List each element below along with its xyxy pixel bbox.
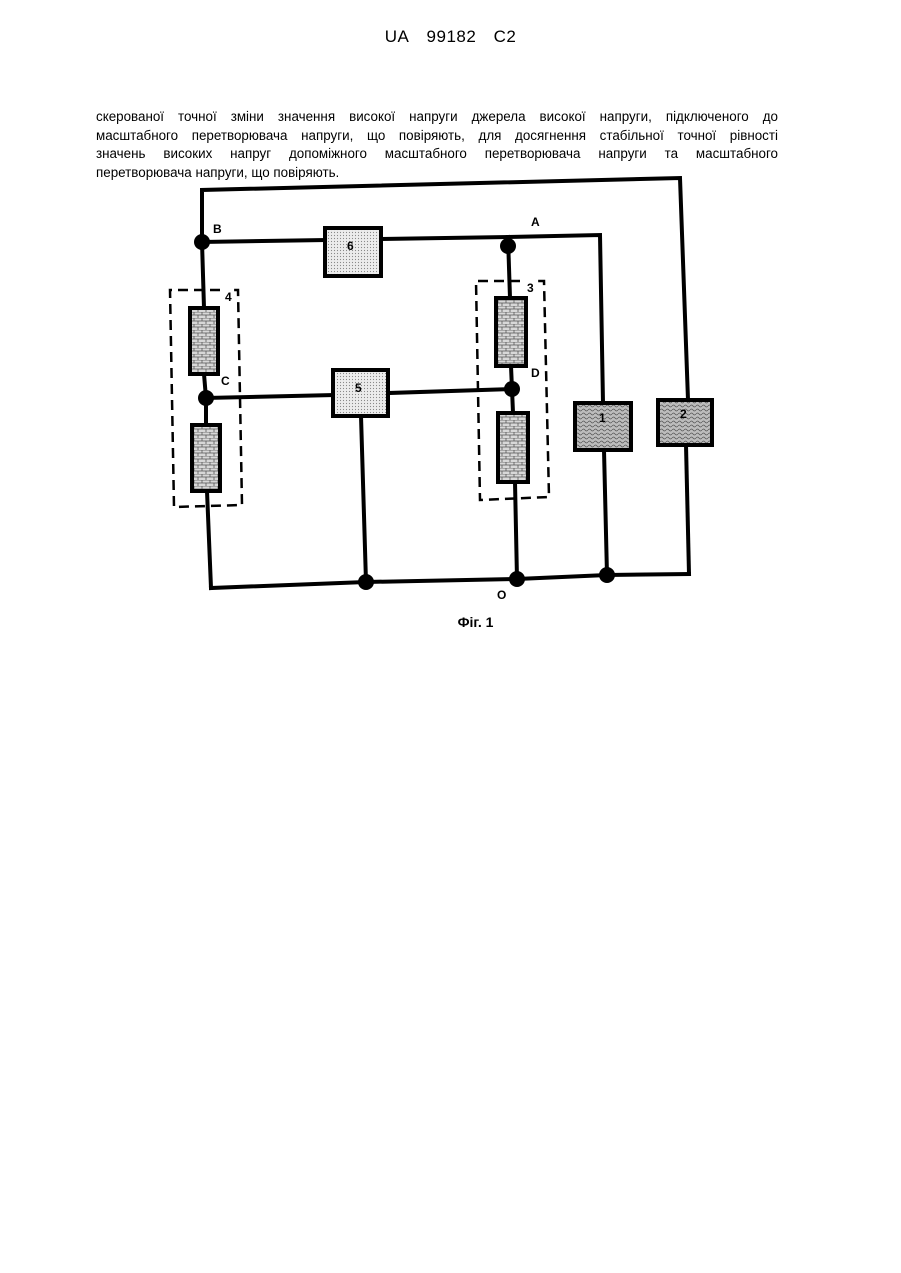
wire-r4bot-bottom [207, 491, 211, 588]
wires [202, 178, 689, 588]
resistor-4-bottom [192, 425, 220, 491]
junction-o [509, 571, 525, 587]
junction-a [500, 238, 516, 254]
block-label-3: 3 [527, 281, 534, 295]
wire-b-r4top [202, 242, 204, 308]
node-label-o: O [497, 588, 506, 602]
junction-d [504, 381, 520, 397]
wire-r3bot-o [515, 482, 517, 579]
block-label-4: 4 [225, 290, 232, 304]
node-label-c: C [221, 374, 230, 388]
junction-c [198, 390, 214, 406]
node-label-d: D [531, 366, 540, 380]
wire-1-bottom [604, 450, 607, 575]
wire-5-d [388, 389, 512, 393]
block-label-2: 2 [680, 407, 687, 421]
wire-5-bottom [361, 416, 366, 582]
figure-caption: Фіг. 1 [0, 614, 901, 630]
wire-bottom [211, 574, 689, 588]
wire-c-5 [206, 395, 333, 398]
resistor-3-bottom [498, 413, 528, 482]
junction-1-bottom [599, 567, 615, 583]
block-label-5: 5 [355, 381, 362, 395]
junctions [194, 234, 615, 590]
wire-top-outer [202, 178, 688, 400]
node-label-a: A [531, 215, 540, 229]
resistor-4-top [190, 308, 218, 374]
junction-5-bottom [358, 574, 374, 590]
block-label-1: 1 [599, 411, 606, 425]
wire-b-6 [202, 240, 325, 242]
junction-b [194, 234, 210, 250]
wire-6-a [381, 237, 508, 239]
wire-2-bottom [686, 445, 689, 574]
block-label-6: 6 [347, 239, 354, 253]
resistor-3-top [496, 298, 526, 366]
node-label-b: B [213, 222, 222, 236]
